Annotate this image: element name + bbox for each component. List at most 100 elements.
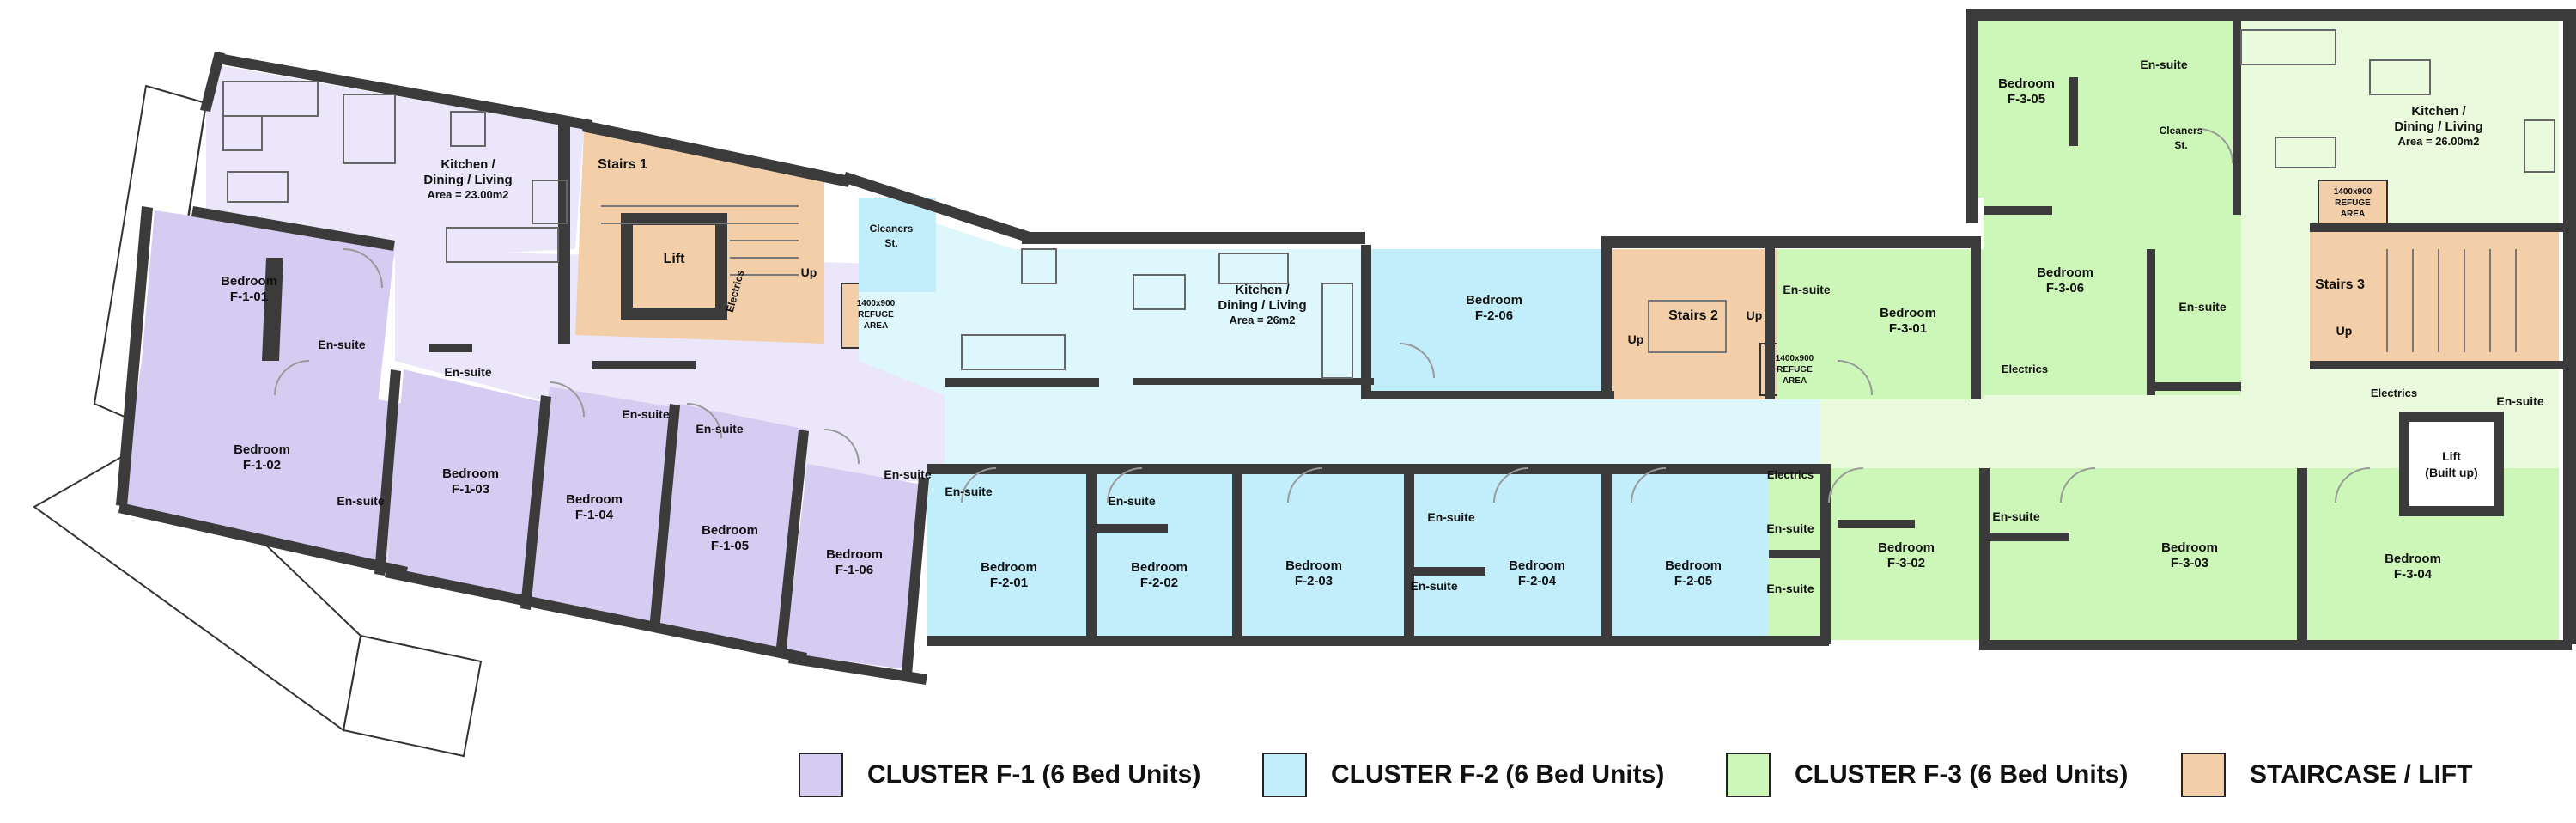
legend-swatch [2181,753,2226,797]
bedroom-f3-03-label: Bedroom [2161,540,2218,555]
stairs-3-label: Stairs 3 [2315,277,2365,292]
stair-lift-3 [2310,180,2559,516]
up-label-c: Up [1747,308,1763,322]
ensuite-f1-04-label: En-suite [622,407,669,421]
lift-3-label: Lift [2442,449,2461,463]
kitchen-f3-area [2224,17,2559,223]
ensuite-f3-05-label: En-suite [2140,58,2187,71]
bedroom-f3-05-label: Bedroom [1998,76,2055,91]
bedroom-f1-06-num: F-1-06 [835,563,873,577]
up-label-a: Up [801,265,817,279]
bedroom-f1-04 [528,387,678,627]
bedroom-f2-06-label: Bedroom [1466,293,1522,308]
bedroom-f1-06 [786,464,927,670]
bedroom-f3-01-num: F-3-01 [1889,321,1927,336]
refuge-c-label-2: REFUGE [2335,198,2371,208]
kitchen-f1-label-2: Dining / Living [423,173,512,187]
stairs-3-area [2310,232,2559,365]
ensuite-f2-01-label: En-suite [945,485,992,498]
stairs-2-label: Stairs 2 [1668,308,1718,323]
legend-label: CLUSTER F-1 (6 Bed Units) [867,760,1201,789]
bedroom-f2-02-label: Bedroom [1131,560,1188,575]
ensuite-f1-01-label: En-suite [318,338,365,351]
ensuite-f2-04-label: En-suite [1410,579,1457,593]
legend-label: CLUSTER F-2 (6 Bed Units) [1331,760,1665,789]
bedroom-f1-05-label: Bedroom [702,523,758,538]
bedroom-f3-02-num: F-3-02 [1887,556,1925,570]
bedroom-f1-01-label: Bedroom [221,274,277,289]
bedroom-f3-05 [1975,17,2233,198]
refuge-c-label-1: 1400x900 [2334,187,2372,197]
bedroom-f1-02 [120,361,404,567]
refuge-a-label-1: 1400x900 [857,299,896,308]
bedroom-f3-02-label: Bedroom [1878,540,1935,555]
bedroom-f2-05-label: Bedroom [1665,558,1722,573]
bedroom-f3-06-label: Bedroom [2037,265,2093,280]
lift-1-label: Lift [664,252,686,266]
legend-item-cluster-f3: CLUSTER F-3 (6 Bed Units) [1726,753,2128,797]
bedroom-f3-06 [1984,198,2241,395]
bedroom-f3-04-label: Bedroom [2385,552,2441,566]
refuge-b-label-1: 1400x900 [1776,354,1814,363]
bedroom-f3-05-num: F-3-05 [2008,92,2045,107]
electrics-label-c: Electrics [2002,363,2048,375]
bedroom-f1-03-num: F-1-03 [452,482,489,497]
ensuite-f2-03-label: En-suite [1427,510,1474,524]
kitchen-f2-label-2: Dining / Living [1218,298,1306,313]
bedroom-f1-03-label: Bedroom [442,466,499,481]
stairs-2-area [1606,249,1777,399]
room-labels: Kitchen / Dining / Living Area = 23.00m2… [221,58,2544,595]
legend-item-cluster-f2: CLUSTER F-2 (6 Bed Units) [1262,753,1664,797]
bedroom-f2-02 [1091,468,1236,640]
bedroom-f1-04-label: Bedroom [566,492,623,507]
kitchen-f3-label: Kitchen / [2411,104,2466,119]
bedroom-f3-03 [1984,468,2301,640]
kitchen-f3-label-2: Dining / Living [2394,119,2482,134]
kitchen-f1-area-text: Area = 23.00m2 [427,188,508,201]
bedroom-f3-03-num: F-3-03 [2171,556,2208,570]
bedroom-f1-05 [661,404,807,653]
ensuite-f2-02-label: En-suite [1108,494,1155,508]
legend: CLUSTER F-1 (6 Bed Units) CLUSTER F-2 (6… [799,746,2550,814]
bedroom-f3-04-num: F-3-04 [2394,567,2433,582]
bedroom-f2-05-num: F-2-05 [1674,574,1712,588]
bedroom-f2-04-label: Bedroom [1509,558,1565,573]
ensuite-f1-06-label: En-suite [884,467,931,481]
corridor-f2 [945,395,1820,472]
door-swings [274,128,2371,503]
ensuite-f1-02-label: En-suite [337,494,384,508]
cleaners-b-label-2: St. [2174,139,2187,151]
bedroom-f2-03 [1236,468,1408,640]
cluster-f2 [859,198,1820,640]
kitchen-f1-label: Kitchen / [440,157,495,172]
bedroom-f2-04 [1408,468,1606,640]
stairs-1-label: Stairs 1 [598,157,647,172]
up-label-b: Up [1628,332,1644,346]
legend-swatch [1262,753,1307,797]
bedroom-f1-06-label: Bedroom [826,547,883,562]
bedroom-f3-06-num: F-3-06 [2046,281,2084,296]
refuge-c-label-3: AREA [2341,210,2365,219]
bedroom-f2-06-num: F-2-06 [1475,308,1513,323]
refuge-b-label-3: AREA [1783,376,1807,386]
ensuite-f3-01-label: En-suite [1783,283,1830,296]
ensuite-f2-05b-label: En-suite [1766,582,1814,595]
cleaners-a-label-2: St. [884,237,897,249]
lift-3-label-2: (Built up) [2425,466,2477,479]
bedroom-f1-03 [386,369,550,601]
bedroom-f2-01-label: Bedroom [981,560,1037,575]
kitchen-f2-label: Kitchen / [1235,283,1290,297]
up-label-d: Up [2336,324,2353,338]
legend-label: CLUSTER F-3 (6 Bed Units) [1795,760,2129,789]
legend-label: STAIRCASE / LIFT [2250,760,2473,789]
legend-item-staircase-lift: STAIRCASE / LIFT [2181,753,2472,797]
walls [116,9,2576,685]
bedroom-f2-03-label: Bedroom [1285,558,1342,573]
cleaners-a-label: Cleaners [870,223,914,235]
electrics-label-b: Electrics [1767,468,1814,481]
bedroom-f1-01-num: F-1-01 [230,290,268,304]
electrics-label-d: Electrics [2371,387,2417,399]
refuge-a-label-2: REFUGE [858,310,894,320]
legend-item-cluster-f1: CLUSTER F-1 (6 Bed Units) [799,753,1200,797]
